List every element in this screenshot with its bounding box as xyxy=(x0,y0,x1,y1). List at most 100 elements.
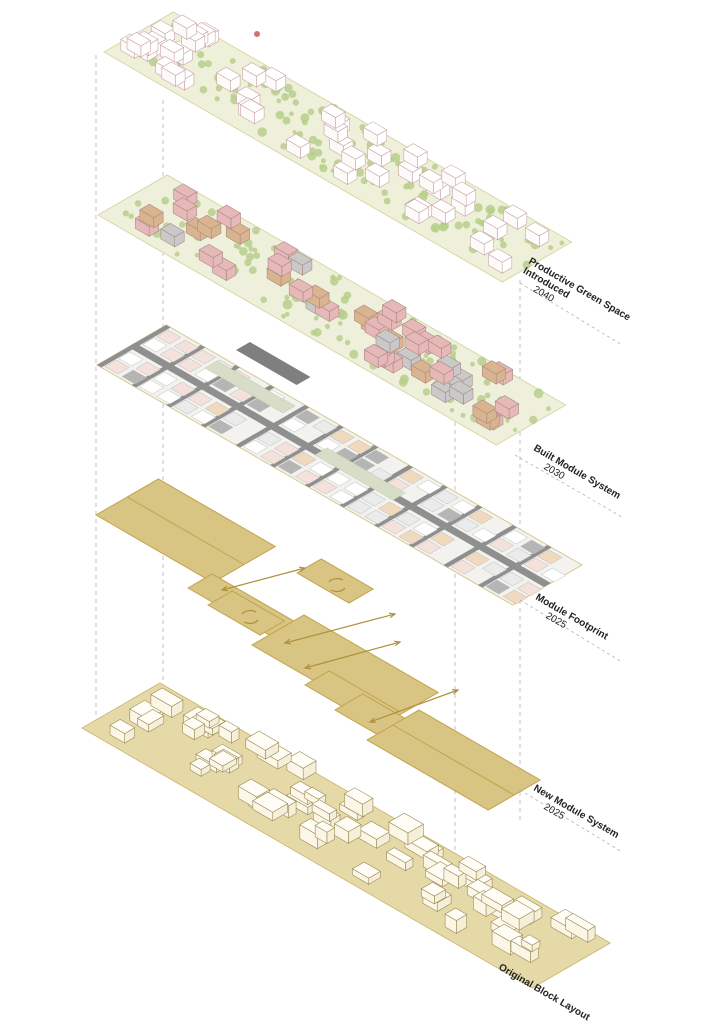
built-module xyxy=(159,347,186,363)
rotate-arrow xyxy=(330,587,346,593)
tree xyxy=(431,163,438,170)
building-roof xyxy=(161,61,186,76)
tree xyxy=(194,252,200,258)
building-roof xyxy=(240,98,265,114)
existing-building xyxy=(565,913,596,943)
green-spine xyxy=(204,360,296,414)
built-module xyxy=(142,337,168,353)
existing-building xyxy=(458,855,487,881)
existing-building xyxy=(181,716,206,741)
tree xyxy=(499,237,504,243)
shift-arrow xyxy=(284,613,396,644)
building-roof xyxy=(198,243,224,259)
building-roof xyxy=(481,360,507,375)
tree xyxy=(174,251,180,257)
tree xyxy=(300,113,310,123)
built-module xyxy=(222,411,248,427)
tree xyxy=(229,58,236,64)
building-roof xyxy=(172,183,198,198)
building-roof xyxy=(285,133,311,148)
built-module xyxy=(138,379,165,395)
house xyxy=(321,103,346,130)
built-module xyxy=(135,361,161,377)
arrow-head xyxy=(368,717,377,723)
dark-plot xyxy=(236,342,311,385)
leader-line xyxy=(519,789,623,853)
built-module xyxy=(360,491,386,507)
tree xyxy=(512,427,518,432)
tree xyxy=(207,208,216,217)
tree xyxy=(399,374,409,384)
building-roof xyxy=(172,197,198,212)
built-module xyxy=(481,561,508,577)
tree xyxy=(320,158,326,164)
tree xyxy=(533,388,544,399)
building-roof xyxy=(218,720,240,733)
colored-house xyxy=(198,243,224,269)
existing-building xyxy=(311,799,338,823)
module-parcel xyxy=(207,590,286,636)
tree xyxy=(422,388,431,396)
building-roof xyxy=(487,248,513,263)
built-module xyxy=(170,381,196,397)
building-roof xyxy=(491,923,524,943)
building-roof xyxy=(502,204,528,219)
built-module xyxy=(156,329,182,345)
built-module xyxy=(346,499,372,515)
tree xyxy=(310,329,317,336)
tree xyxy=(344,339,351,346)
tree xyxy=(505,418,510,423)
colored-house xyxy=(363,343,389,369)
building-roof xyxy=(195,708,220,722)
tree xyxy=(423,353,429,358)
building-roof xyxy=(172,14,197,29)
built-module xyxy=(173,339,199,355)
building-roof xyxy=(311,799,338,815)
tree xyxy=(522,260,531,269)
tree xyxy=(233,243,239,249)
tree xyxy=(548,245,554,251)
tree xyxy=(383,197,391,205)
building-roof xyxy=(216,204,242,219)
built-module xyxy=(471,527,497,543)
existing-building xyxy=(343,787,374,818)
existing-building xyxy=(386,847,414,872)
building-roof xyxy=(150,687,184,707)
tree xyxy=(426,357,434,365)
tree xyxy=(252,247,258,253)
layer-built-module-system xyxy=(95,324,584,606)
existing-building xyxy=(420,881,447,905)
building-roof xyxy=(341,145,366,160)
tree xyxy=(280,143,287,150)
tree xyxy=(128,213,134,219)
leader-line xyxy=(519,599,623,663)
building-roof xyxy=(241,62,267,77)
tree xyxy=(390,152,401,163)
tree xyxy=(282,116,291,125)
cross-road xyxy=(131,345,206,388)
existing-building xyxy=(443,863,467,890)
tree xyxy=(430,223,441,233)
existing-building xyxy=(351,861,382,885)
house xyxy=(332,159,358,186)
layer-original-block-layout xyxy=(81,682,612,989)
tree xyxy=(484,392,491,399)
tree xyxy=(260,296,268,304)
cross-road xyxy=(97,325,171,368)
tree xyxy=(450,344,458,351)
tree xyxy=(289,111,294,117)
built-module xyxy=(419,497,445,513)
house xyxy=(451,181,477,207)
built-module xyxy=(118,351,144,367)
built-module xyxy=(377,501,404,517)
house xyxy=(180,27,206,53)
house xyxy=(172,14,197,40)
tree xyxy=(460,412,466,418)
built-module xyxy=(485,579,511,595)
shift-arrow xyxy=(369,689,459,723)
building-roof xyxy=(208,750,237,767)
built-module xyxy=(395,511,421,527)
building-roof xyxy=(500,899,535,920)
built-module xyxy=(242,439,269,455)
colored-house xyxy=(375,329,401,354)
